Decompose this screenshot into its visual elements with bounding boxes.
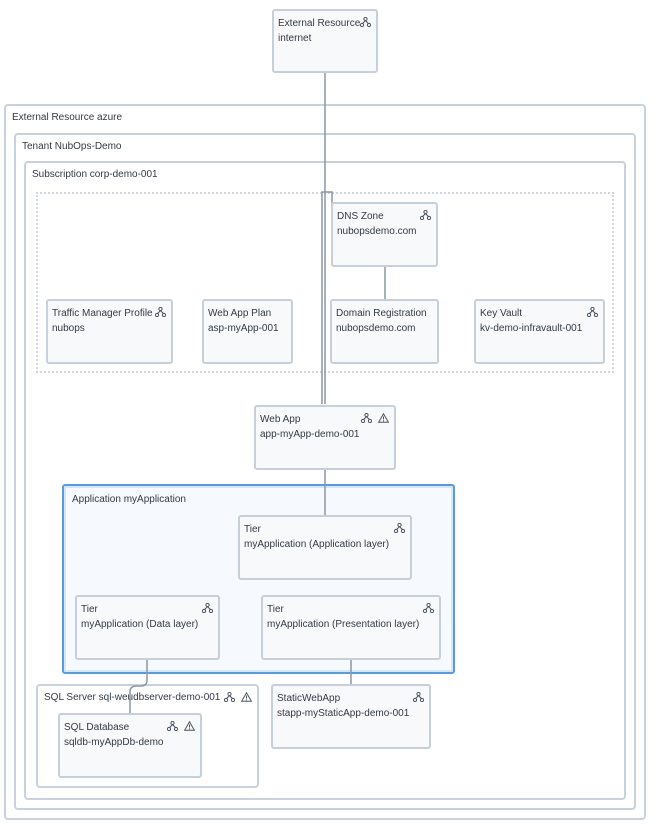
node-name-label: app-myApp-demo-001 [260,429,360,440]
node-key-vault[interactable]: Key Vault kv-demo-infravault-001 [474,299,605,364]
node-dns-zone[interactable]: DNS Zone nubopsdemo.com [331,202,438,267]
node-name-label: sqldb-myAppDb-demo [64,737,164,748]
hierarchy-icon[interactable] [423,603,434,613]
node-icons [413,692,424,702]
node-name-label: myApplication (Data layer) [81,619,199,630]
node-name-label: myApplication (Application layer) [244,539,390,550]
sql-server-icons [224,692,252,702]
node-name-label: nubopsdemo.com [336,323,416,334]
node-sql-database[interactable]: SQL Database sqldb-myAppDb-demo [58,713,202,778]
hierarchy-icon[interactable] [394,523,405,533]
node-name-label: asp-myApp-001 [208,323,279,334]
hierarchy-icon[interactable] [420,210,431,220]
node-name-label: nubopsdemo.com [337,226,417,237]
node-static-web-app[interactable]: StaticWebApp stapp-myStaticApp-demo-001 [271,684,431,749]
node-type-label: StaticWebApp [277,693,341,704]
node-icons [394,523,405,533]
node-type-label: Web App Plan [208,308,272,319]
warning-icon[interactable] [378,413,389,423]
node-icons [423,603,434,613]
node-type-label: Key Vault [480,308,523,319]
node-external-internet[interactable]: External Resource internet [272,9,378,73]
node-icons [360,17,371,27]
sql-server-title: SQL Server sql-weudbserver-demo-001 [44,692,221,703]
hierarchy-icon[interactable] [155,307,166,317]
node-type-label: Tier [267,604,284,615]
hierarchy-icon[interactable] [361,413,372,423]
external-resource-azure-title: External Resource azure [12,112,123,123]
node-tier-data-layer[interactable]: Tier myApplication (Data layer) [75,595,220,660]
node-traffic-manager-profile[interactable]: Traffic Manager Profile nubops [46,299,173,364]
node-icons [155,307,166,317]
node-icons [587,307,598,317]
tenant-title: Tenant NubOps-Demo [22,141,122,152]
node-type-label: Tier [244,524,261,535]
subscription-title: Subscription corp-demo-001 [32,169,158,180]
node-type-label: SQL Database [64,722,130,733]
node-type-label: External Resource [278,18,361,29]
node-type-label: Traffic Manager Profile [52,308,153,319]
node-domain-registration[interactable]: Domain Registration nubopsdemo.com [330,299,439,364]
hierarchy-icon[interactable] [167,721,178,731]
hierarchy-icon[interactable] [202,603,213,613]
warning-icon[interactable] [241,692,252,702]
node-icons [420,210,431,220]
node-name-label: internet [278,33,312,44]
node-type-label: Tier [81,604,98,615]
node-name-label: myApplication (Presentation layer) [267,619,420,630]
hierarchy-icon[interactable] [413,692,424,702]
node-tier-application-layer[interactable]: Tier myApplication (Application layer) [238,515,412,580]
application-title: Application myApplication [72,494,186,505]
node-tier-presentation-layer[interactable]: Tier myApplication (Presentation layer) [261,595,441,660]
node-type-label: Domain Registration [336,308,427,319]
node-web-app[interactable]: Web App app-myApp-demo-001 [254,405,396,470]
node-icons [167,721,195,731]
node-name-label: kv-demo-infravault-001 [480,323,583,334]
hierarchy-icon[interactable] [587,307,598,317]
warning-icon[interactable] [184,721,195,731]
node-icons [361,413,389,423]
node-type-label: DNS Zone [337,211,384,222]
node-name-label: nubops [52,323,85,334]
hierarchy-icon[interactable] [224,692,235,702]
node-name-label: stapp-myStaticApp-demo-001 [277,708,410,719]
node-icons [202,603,213,613]
hierarchy-icon[interactable] [360,17,371,27]
node-type-label: Web App [260,414,301,425]
node-web-app-plan[interactable]: Web App Plan asp-myApp-001 [202,299,293,364]
